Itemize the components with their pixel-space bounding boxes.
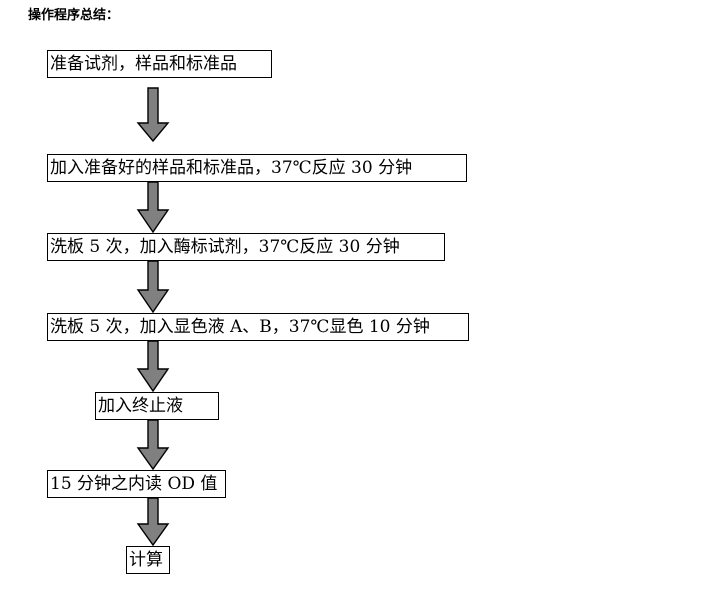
step-box-prepare: 准备试剂，样品和标准品 bbox=[47, 50, 272, 78]
arrow-down-icon bbox=[136, 497, 170, 547]
arrow-down-icon bbox=[136, 87, 170, 143]
arrow-down-icon bbox=[136, 340, 170, 393]
arrow-down-icon bbox=[136, 419, 170, 471]
step-box-read-od: 15 分钟之内读 OD 值 bbox=[47, 470, 226, 498]
step-box-add-stop-solution: 加入终止液 bbox=[95, 392, 219, 420]
arrow-down-icon bbox=[136, 181, 170, 234]
step-box-wash-add-chromogen: 洗板 5 次，加入显色液 A、B，37℃显色 10 分钟 bbox=[47, 313, 469, 341]
step-box-wash-add-enzyme: 洗板 5 次，加入酶标试剂，37℃反应 30 分钟 bbox=[47, 233, 445, 261]
step-box-add-samples: 加入准备好的样品和标准品，37℃反应 30 分钟 bbox=[47, 154, 467, 182]
arrow-down-icon bbox=[136, 260, 170, 314]
page-title: 操作程序总结： bbox=[28, 8, 120, 23]
step-box-calculate: 计算 bbox=[126, 546, 170, 574]
